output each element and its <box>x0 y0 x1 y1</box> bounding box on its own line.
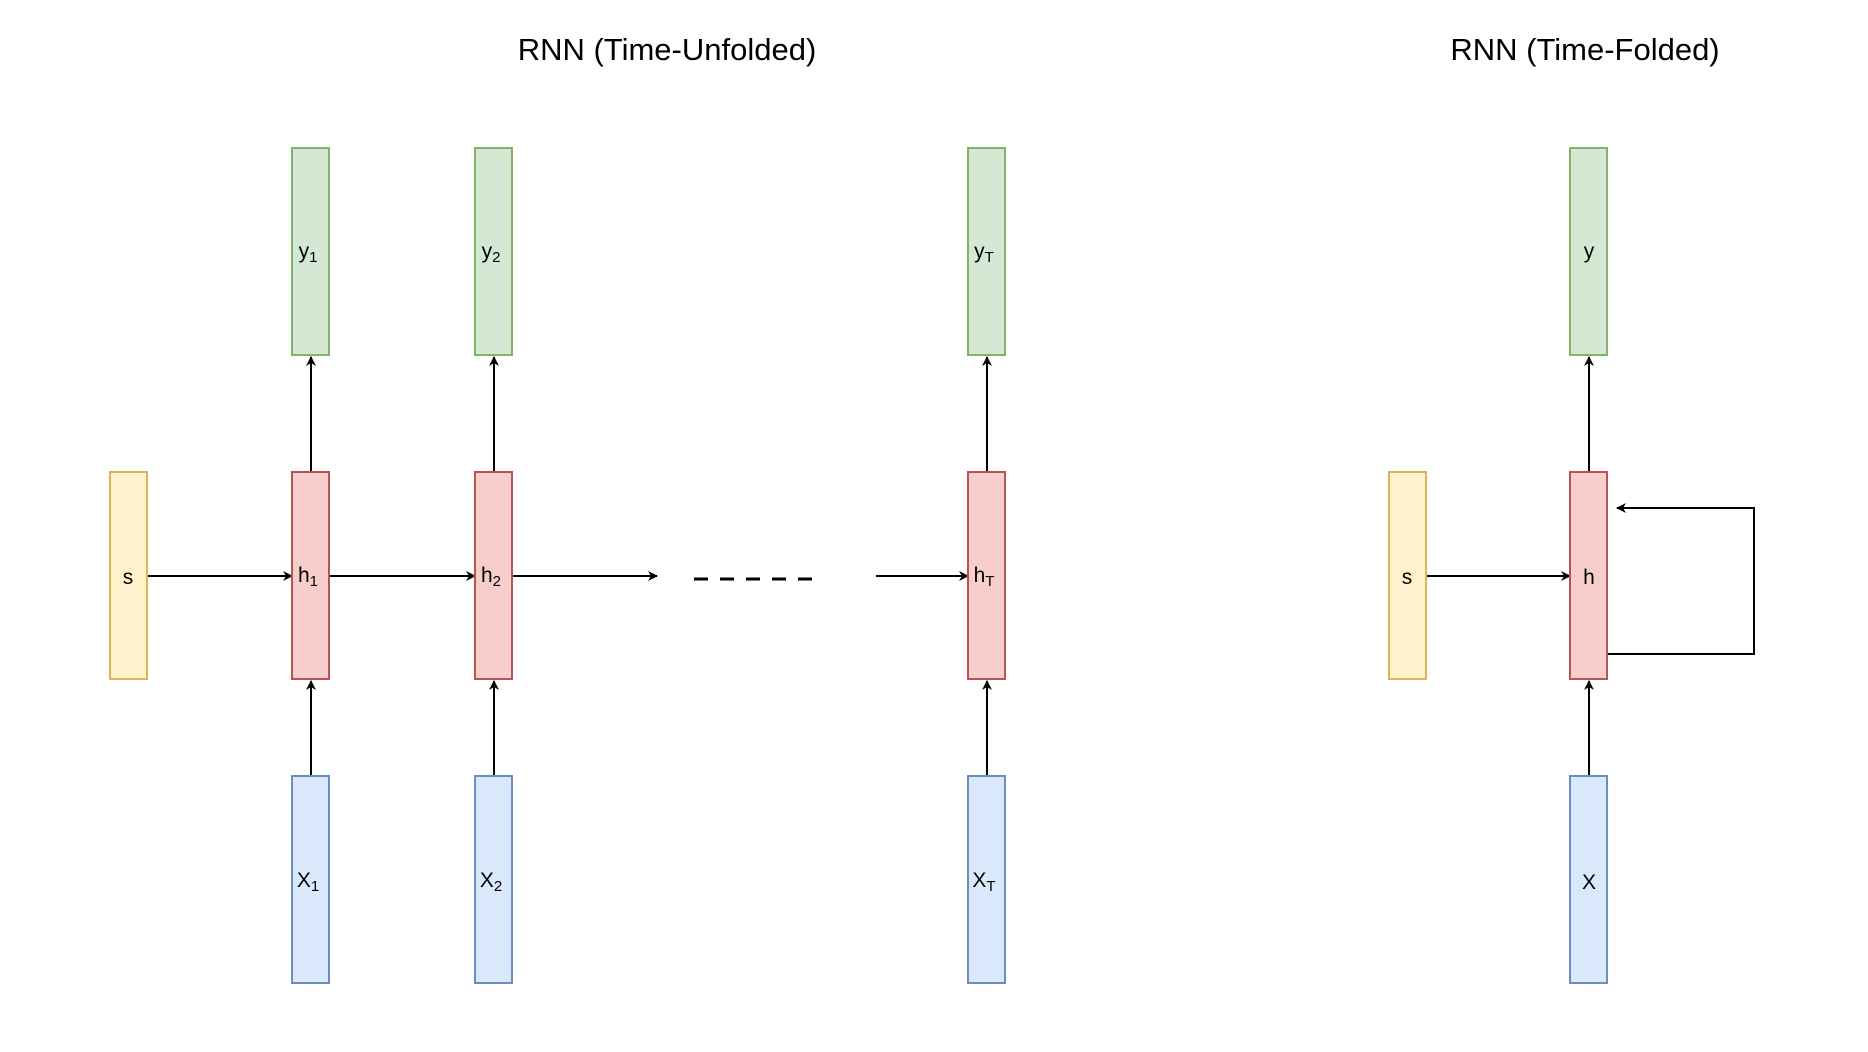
node-hT: hT <box>967 471 1006 680</box>
node-y-folded: y <box>1569 147 1608 356</box>
node-hT-box <box>967 471 1006 680</box>
node-x1: X1 <box>291 775 330 984</box>
node-yT-box <box>967 147 1006 356</box>
node-h-folded: h <box>1569 471 1608 680</box>
node-y2-box <box>474 147 513 356</box>
node-s-unfolded-box <box>109 471 148 680</box>
node-h-folded-box <box>1569 471 1608 680</box>
node-h-folded-label: h <box>1583 566 1595 589</box>
node-h1-box <box>291 471 330 680</box>
node-yT: yT <box>967 147 1006 356</box>
node-y2: y2 <box>474 147 513 356</box>
node-y1-label: y1 <box>299 240 318 266</box>
node-s-folded: s <box>1388 471 1427 680</box>
node-h2: h2 <box>474 471 513 680</box>
node-x2-label: X2 <box>480 869 502 895</box>
node-xT-label: XT <box>972 869 995 895</box>
node-x2-box <box>474 775 513 984</box>
node-y1-box <box>291 147 330 356</box>
node-x1-label: X1 <box>297 869 319 895</box>
node-y2-label: y2 <box>482 240 501 266</box>
node-h2-box <box>474 471 513 680</box>
node-hT-label: hT <box>974 564 995 590</box>
node-x-folded-box <box>1569 775 1608 984</box>
node-y-folded-label: y <box>1584 240 1595 263</box>
node-x-folded-label: X <box>1582 871 1596 894</box>
node-x2: X2 <box>474 775 513 984</box>
node-s-unfolded: s <box>109 471 148 680</box>
title-folded: RNN (Time-Folded) <box>1450 32 1719 67</box>
node-s-folded-label: s <box>1402 566 1413 589</box>
node-h1: h1 <box>291 471 330 680</box>
edge-folded-recurrent-loop <box>1608 503 1755 655</box>
node-y1: y1 <box>291 147 330 356</box>
node-h1-label: h1 <box>298 564 318 590</box>
node-yT-label: yT <box>974 240 994 266</box>
node-s-folded-box <box>1388 471 1427 680</box>
node-s-unfolded-label: s <box>123 566 134 589</box>
title-unfolded: RNN (Time-Unfolded) <box>518 32 817 67</box>
node-xT-box <box>967 775 1006 984</box>
node-x-folded: X <box>1569 775 1608 984</box>
node-xT: XT <box>967 775 1006 984</box>
node-x1-box <box>291 775 330 984</box>
node-h2-label: h2 <box>481 564 501 590</box>
node-y-folded-box <box>1569 147 1608 356</box>
